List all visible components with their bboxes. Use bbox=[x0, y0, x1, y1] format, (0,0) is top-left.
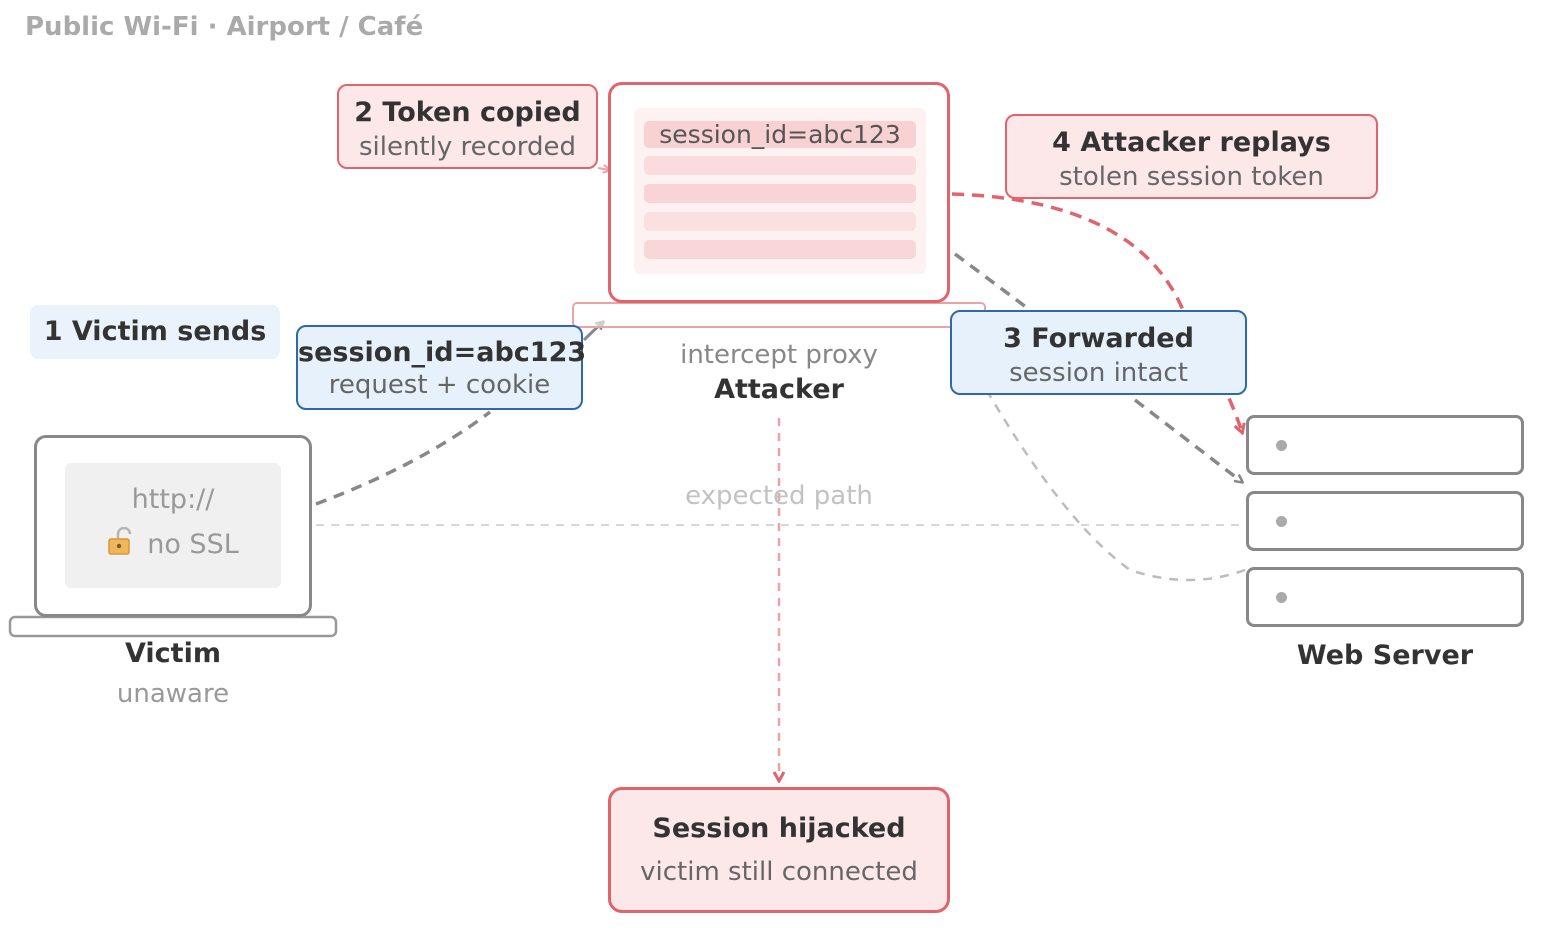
forwarded-title: 3 Forwarded bbox=[1003, 323, 1194, 354]
session-hijacked-subtitle: victim still connected bbox=[640, 857, 918, 887]
victim-screen-protocol: http:// bbox=[131, 484, 215, 515]
log-line bbox=[644, 184, 916, 203]
server-led bbox=[1276, 516, 1287, 527]
captured-session-line: session_id=abc123 bbox=[644, 121, 916, 148]
response-arrow bbox=[957, 346, 1246, 582]
victim-screen: http:// no SSL bbox=[65, 463, 281, 588]
forwarded-subtitle: session intact bbox=[1009, 358, 1188, 388]
server-unit bbox=[1246, 491, 1524, 551]
token-copied-subtitle: silently recorded bbox=[358, 132, 577, 162]
attacker-laptop: session_id=abc123 bbox=[608, 82, 950, 303]
server-unit bbox=[1246, 567, 1524, 627]
log-line bbox=[644, 240, 916, 259]
replay-arrow bbox=[951, 192, 1187, 316]
attacker-replays-title: 4 Attacker replays bbox=[1052, 127, 1331, 158]
server-led bbox=[1276, 440, 1287, 451]
forward-arrow-lower bbox=[1133, 398, 1242, 482]
open-lock-icon bbox=[107, 526, 133, 564]
forward-arrow-upper bbox=[953, 252, 1032, 312]
victim-laptop: http:// no SSL bbox=[34, 435, 312, 617]
request-callout: session_id=abc123 request + cookie bbox=[296, 325, 587, 410]
victim-state: unaware bbox=[116, 679, 230, 709]
log-line bbox=[644, 156, 916, 175]
attacker-screen: session_id=abc123 bbox=[634, 108, 926, 274]
victim-screen-security: no SSL bbox=[65, 526, 281, 564]
scene-title: Public Wi-Fi · Airport / Café bbox=[25, 12, 424, 42]
web-server bbox=[1246, 415, 1524, 627]
step-1-text: 1 Victim sends bbox=[43, 316, 267, 347]
token-copied-title: 2 Token copied bbox=[354, 97, 581, 128]
web-server-name: Web Server bbox=[1296, 640, 1474, 671]
captured-session-text: session_id=abc123 bbox=[659, 120, 901, 149]
server-unit bbox=[1246, 415, 1524, 475]
request-subtitle: request + cookie bbox=[328, 370, 551, 400]
request-title: session_id=abc123 bbox=[298, 337, 587, 368]
victim-name: Victim bbox=[125, 638, 221, 669]
token-copied-callout: 2 Token copied silently recorded bbox=[337, 84, 598, 169]
session-hijacked-callout: Session hijacked victim still connected bbox=[608, 787, 950, 913]
expected-path-label: expected path bbox=[685, 481, 873, 511]
log-line bbox=[644, 212, 916, 231]
victim-screen-ssl-text: no SSL bbox=[147, 529, 239, 560]
attacker-replays-subtitle: stolen session token bbox=[1059, 162, 1324, 192]
attacker-replays-callout: 4 Attacker replays stolen session token bbox=[1005, 114, 1378, 199]
session-hijacked-title: Session hijacked bbox=[652, 813, 906, 844]
server-led bbox=[1276, 592, 1287, 603]
attacker-name: Attacker bbox=[714, 374, 844, 405]
victim-laptop-base bbox=[8, 615, 338, 638]
forwarded-callout: 3 Forwarded session intact bbox=[950, 310, 1247, 395]
attacker-caption: intercept proxy bbox=[680, 340, 878, 370]
victim-to-attacker-arrow bbox=[315, 410, 492, 506]
step-1-label: 1 Victim sends bbox=[30, 305, 280, 359]
attacker-laptop-base bbox=[572, 302, 986, 328]
